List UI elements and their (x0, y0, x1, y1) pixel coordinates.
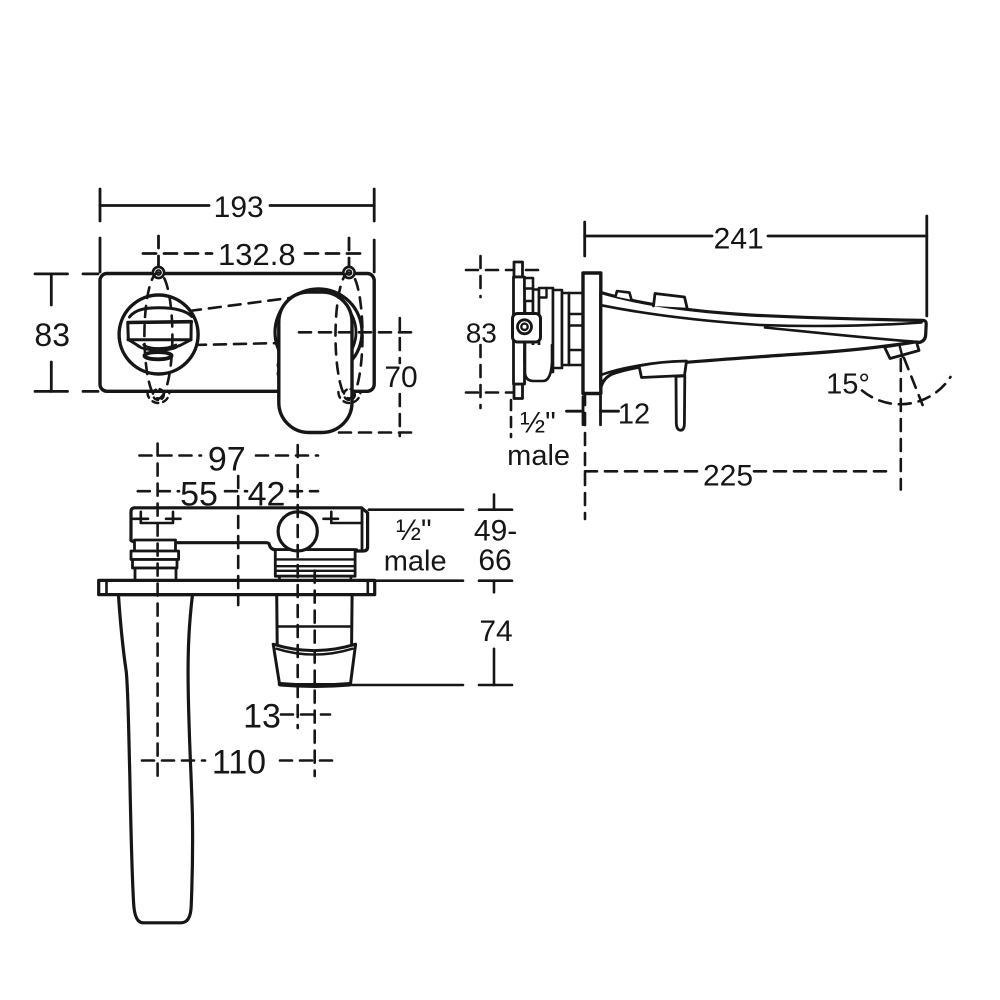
svg-text:13: 13 (243, 697, 281, 735)
svg-text:42: 42 (248, 475, 286, 513)
svg-text:83: 83 (34, 317, 70, 353)
svg-text:241: 241 (714, 222, 764, 255)
svg-text:97: 97 (208, 440, 246, 478)
svg-text:15°: 15° (826, 369, 870, 401)
svg-text:12: 12 (618, 398, 650, 430)
svg-text:193: 193 (214, 191, 264, 224)
svg-text:49-: 49- (474, 515, 517, 548)
svg-text:66: 66 (478, 544, 511, 577)
svg-text:83: 83 (466, 317, 497, 348)
svg-text:110: 110 (212, 743, 266, 781)
svg-text:male: male (507, 440, 570, 472)
svg-text:½": ½" (396, 514, 432, 547)
svg-text:½": ½" (520, 407, 556, 440)
svg-text:132.8: 132.8 (218, 237, 296, 272)
svg-text:55: 55 (180, 475, 218, 513)
svg-text:74: 74 (479, 615, 512, 648)
svg-text:male: male (384, 546, 447, 578)
svg-text:225: 225 (703, 459, 753, 492)
svg-text:70: 70 (384, 361, 417, 394)
